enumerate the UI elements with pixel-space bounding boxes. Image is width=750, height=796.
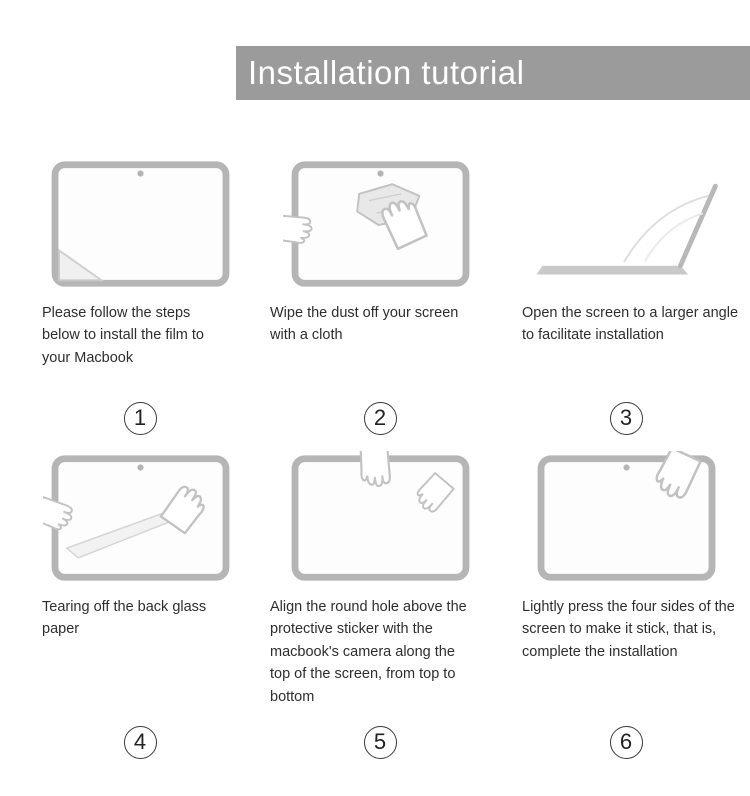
step-5-number: 5: [363, 725, 397, 759]
step-3-caption: Open the screen to a larger angle to fac…: [522, 305, 739, 344]
press-sides-icon: [529, 451, 724, 587]
step-5-illustration: [254, 450, 506, 588]
step-1-caption: Please follow the steps below to install…: [42, 305, 204, 366]
open-laptop-icon: [536, 183, 718, 275]
step-1-illustration: [26, 156, 254, 294]
tear-backing-icon: [42, 451, 238, 587]
step-2-caption: Wipe the dust off your screen with a clo…: [270, 305, 459, 344]
step-6-number: 6: [609, 725, 643, 759]
wipe-cloth-icon: [282, 157, 478, 293]
step-1-number: 1: [123, 401, 157, 435]
step-4-number: 4: [123, 725, 157, 759]
step-3-number-cell: 3: [506, 386, 746, 450]
step-4-illustration: [26, 450, 254, 588]
steps-grid: Please follow the steps below to install…: [0, 156, 750, 774]
step-2-illustration: [254, 156, 506, 294]
page-title: Installation tutorial: [248, 54, 525, 91]
step-3-illustration: [506, 156, 746, 294]
macbook-screen-peel-icon: [43, 157, 238, 293]
step-3-number: 3: [609, 401, 643, 435]
align-camera-icon: [283, 451, 478, 587]
step-1-number-cell: 1: [26, 386, 254, 450]
step-6-caption: Lightly press the four sides of the scre…: [522, 599, 735, 660]
step-6-illustration: [506, 450, 746, 588]
step-2-number-cell: 2: [254, 386, 506, 450]
step-4-number-cell: 4: [26, 710, 254, 774]
step-4-caption: Tearing off the back glass paper: [42, 599, 207, 638]
step-5-number-cell: 5: [254, 710, 506, 774]
step-2-number: 2: [363, 401, 397, 435]
step-6-number-cell: 6: [506, 710, 746, 774]
step-5-caption: Align the round hole above the protectiv…: [270, 599, 467, 705]
header-banner: Installation tutorial: [236, 46, 750, 100]
